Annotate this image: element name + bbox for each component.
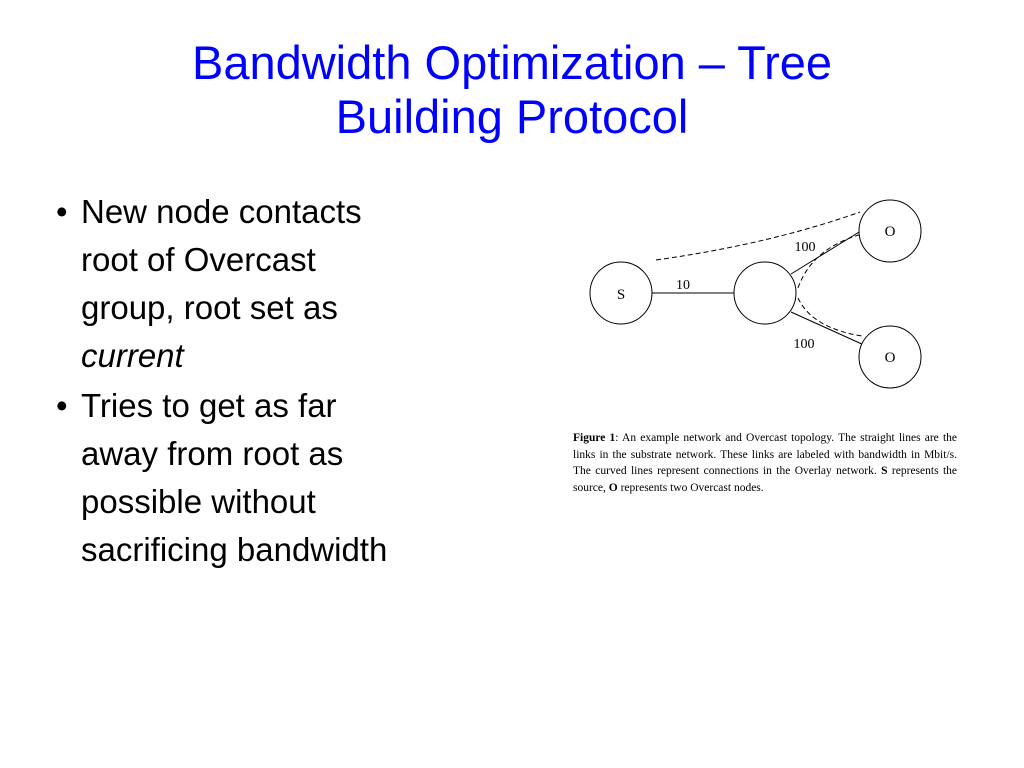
- bullet-line: away from root as: [81, 435, 344, 472]
- caption-text-2: represents the source,: [573, 465, 957, 494]
- link-intermediate-bottom: [790, 311, 865, 346]
- caption-text-1: : An example network and Overcast topolo…: [573, 432, 957, 477]
- node-intermediate: [733, 261, 797, 325]
- slide-title: Bandwidth Optimization – Tree Building P…: [40, 36, 984, 144]
- bullet-item: • New node contacts root of Overcast gro…: [56, 188, 476, 380]
- bullet-line: Tries to get as far: [81, 387, 337, 424]
- node-overcast-bottom: [858, 325, 922, 389]
- bullet-line: sacrificing bandwidth: [81, 531, 388, 568]
- link-label-intermediate-top: 100: [795, 240, 816, 255]
- title-line-1: Bandwidth Optimization – Tree: [191, 36, 833, 89]
- caption-figure-label: Figure 1: [573, 432, 616, 444]
- network-diagram: S O O 10 100 100: [589, 199, 922, 389]
- node-source-label: S: [617, 287, 625, 303]
- caption-text-3: represents two Overcast nodes.: [617, 481, 764, 494]
- overlay-intermediate-bottom: [797, 297, 863, 337]
- overlay-source-top: [655, 211, 861, 261]
- bullet-item: • Tries to get as far away from root as …: [56, 382, 476, 574]
- bullet-line: possible without: [81, 483, 316, 520]
- bullet-list: • New node contacts root of Overcast gro…: [56, 188, 476, 576]
- bullet-line: New node contacts: [81, 193, 362, 230]
- node-overcast-bottom-label: O: [885, 350, 896, 366]
- node-overcast-top-label: O: [885, 224, 896, 240]
- link-label-source-intermediate: 10: [676, 278, 690, 293]
- bullet-line: group, root set as: [81, 289, 338, 326]
- figure-caption: Figure 1: An example network and Overcas…: [573, 430, 957, 496]
- bullet-marker: •: [56, 193, 68, 230]
- bullet-emphasis: current: [81, 337, 184, 374]
- link-intermediate-top: [790, 228, 865, 275]
- title-line-2: Building Protocol: [335, 90, 689, 143]
- node-overcast-top: [858, 199, 922, 263]
- overlay-intermediate-top: [797, 233, 863, 289]
- link-label-intermediate-bottom: 100: [794, 337, 815, 352]
- bullet-marker: •: [56, 387, 68, 424]
- caption-source-label: S: [881, 465, 888, 477]
- bullet-line: root of Overcast: [81, 241, 316, 278]
- node-source: [589, 261, 653, 325]
- caption-overcast-label: O: [608, 481, 618, 494]
